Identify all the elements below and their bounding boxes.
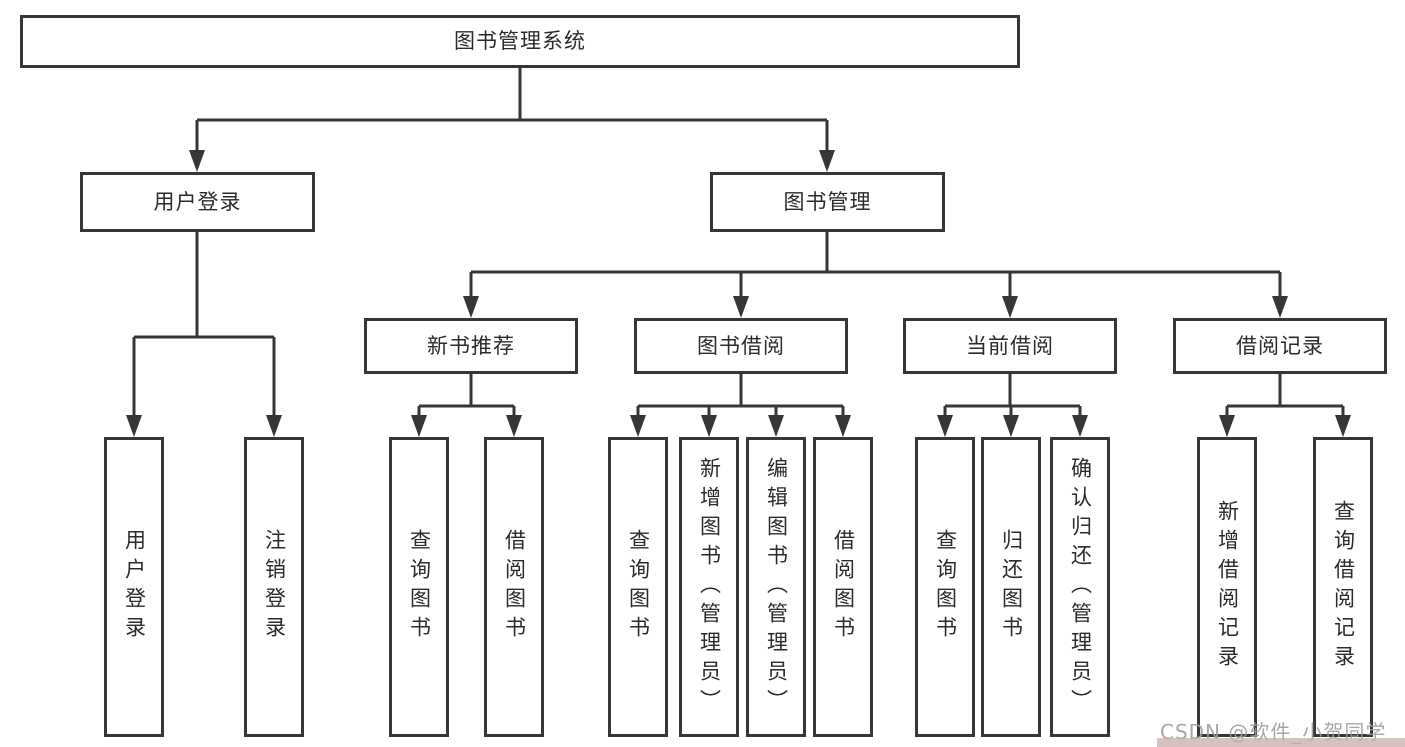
node-new-book-recommend-label: 新书推荐 [427, 333, 515, 358]
leaf-add-borrow-record-label: 新增借阅记录 [1215, 500, 1240, 674]
leaf-borrow-books-1-label: 借阅图书 [502, 529, 527, 645]
node-current-borrow-label: 当前借阅 [966, 333, 1054, 358]
leaf-query-books-2-label: 查询图书 [626, 529, 651, 645]
node-user-login: 用户登录 [80, 172, 315, 232]
leaf-edit-books-admin: 编辑图书（管理员） [746, 437, 806, 737]
connector-user-login-group [132, 232, 276, 433]
leaf-query-books-1-label: 查询图书 [407, 529, 432, 645]
leaf-borrow-books-2-label: 借阅图书 [831, 529, 856, 645]
node-user-login-label: 用户登录 [153, 189, 242, 214]
node-new-book-recommend: 新书推荐 [364, 318, 578, 374]
leaf-return-books: 归还图书 [981, 437, 1041, 737]
leaf-borrow-books-1: 借阅图书 [484, 437, 544, 737]
leaf-logout: 注销登录 [244, 437, 304, 737]
leaf-add-books-admin: 新增图书（管理员） [679, 437, 739, 737]
watermark-bar [1157, 738, 1405, 747]
leaf-query-books-3: 查询图书 [915, 437, 975, 737]
leaf-return-books-label: 归还图书 [999, 529, 1024, 645]
leaf-confirm-return-admin-label: 确认归还（管理员） [1068, 456, 1093, 718]
connector-new-book-group [417, 374, 516, 433]
leaf-add-borrow-record: 新增借阅记录 [1197, 437, 1257, 737]
leaf-query-books-1: 查询图书 [389, 437, 449, 737]
connector-book-management-group [469, 232, 1282, 314]
leaf-query-books-2: 查询图书 [608, 437, 668, 737]
leaf-query-books-3-label: 查询图书 [933, 529, 958, 645]
connector-root-to-level2 [195, 68, 829, 168]
node-book-management-label: 图书管理 [783, 189, 872, 214]
leaf-borrow-books-2: 借阅图书 [813, 437, 873, 737]
node-book-borrow: 图书借阅 [634, 318, 848, 374]
node-borrow-records-label: 借阅记录 [1236, 333, 1324, 358]
node-borrow-records: 借阅记录 [1173, 318, 1387, 374]
leaf-edit-books-admin-label: 编辑图书（管理员） [764, 456, 789, 718]
node-root-label: 图书管理系统 [454, 29, 586, 53]
connector-book-borrow-group [636, 374, 845, 433]
arrowheads [126, 150, 1351, 437]
leaf-user-login: 用户登录 [104, 437, 164, 737]
leaf-query-borrow-record: 查询借阅记录 [1313, 437, 1373, 737]
node-book-management: 图书管理 [710, 172, 945, 232]
node-book-borrow-label: 图书借阅 [697, 333, 785, 358]
leaf-user-login-label: 用户登录 [122, 529, 147, 645]
leaf-query-borrow-record-label: 查询借阅记录 [1331, 500, 1356, 674]
connector-borrow-records-group [1225, 374, 1345, 433]
node-root-system: 图书管理系统 [20, 15, 1020, 68]
leaf-add-books-admin-label: 新增图书（管理员） [697, 456, 722, 718]
leaf-confirm-return-admin: 确认归还（管理员） [1050, 437, 1110, 737]
node-current-borrow: 当前借阅 [903, 318, 1117, 374]
leaf-logout-label: 注销登录 [262, 529, 287, 645]
